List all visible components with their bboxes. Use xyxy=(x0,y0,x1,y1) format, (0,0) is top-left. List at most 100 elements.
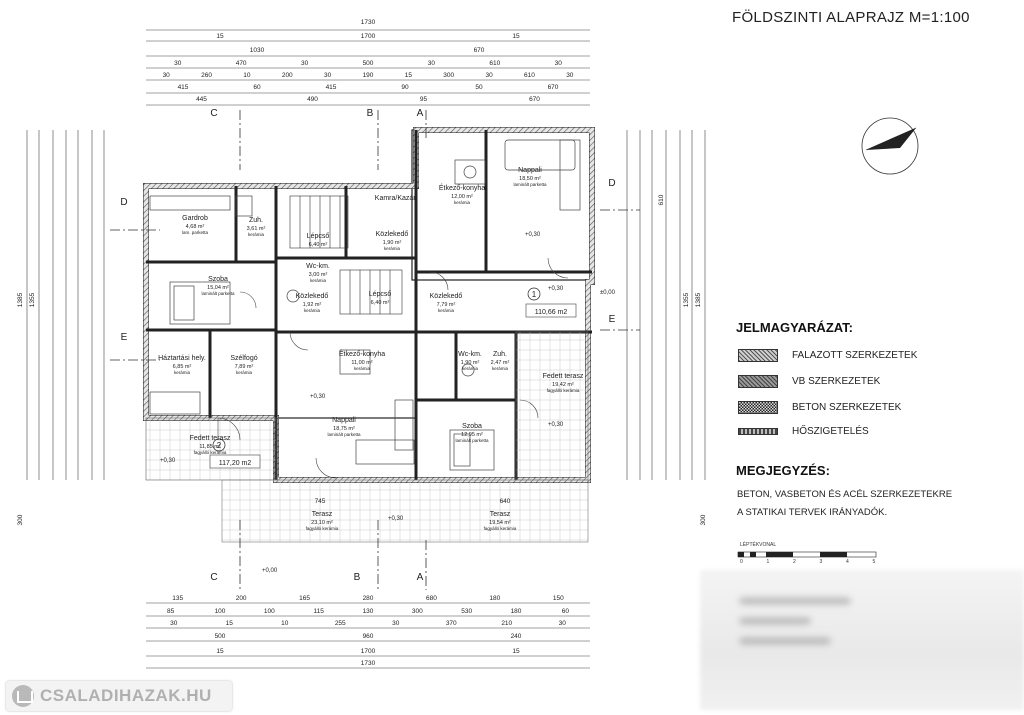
bottom-dimension: 240 xyxy=(511,633,522,640)
note-line: BETON, VASBETON ÉS ACÉL SZERKEZETEKRE xyxy=(737,489,953,500)
room-name: Közlekedő xyxy=(376,231,409,238)
room-floor: fagyálló kerámia xyxy=(194,450,227,455)
note-title: MEGJEGYZÉS: xyxy=(736,463,830,478)
left-dimension: 1385 xyxy=(17,292,24,307)
room-name: Fedett terasz xyxy=(543,373,584,380)
room-name: Kamra/Kazán xyxy=(375,195,418,202)
scale-tick-label: 1 xyxy=(766,559,770,565)
bottom-dimension: 1730 xyxy=(361,660,376,667)
room-floor: kerámia xyxy=(174,370,191,375)
side-dimensions xyxy=(26,130,706,480)
legend-title: JELMAGYARÁZAT: xyxy=(736,320,854,335)
top-dimension: 610 xyxy=(524,72,535,79)
room-floor: lam. parketta xyxy=(182,230,209,235)
top-dimension: 15 xyxy=(512,33,520,40)
top-dimension: 90 xyxy=(401,84,409,91)
mid-dimension: 300 xyxy=(17,514,24,525)
top-dimension: 1030 xyxy=(250,47,265,54)
unit-area: 110,66 m2 xyxy=(535,309,568,316)
room-name: Terasz xyxy=(312,511,333,518)
room-floor: kerámia xyxy=(492,366,509,371)
note-line: A STATIKAI TERVEK IRÁNYADÓK. xyxy=(737,507,888,518)
scale-tick-label: 0 xyxy=(740,559,743,565)
mid-dimension: 745 xyxy=(315,498,326,505)
room-area: 6,40 m² xyxy=(371,300,390,306)
top-dimension: 670 xyxy=(474,47,485,54)
room-area: 19,42 m² xyxy=(552,382,574,388)
top-dimension: 500 xyxy=(363,60,374,67)
section-lines xyxy=(110,110,640,590)
room-floor: laminált parketta xyxy=(513,182,547,187)
bottom-dimension: 960 xyxy=(363,633,374,640)
room-floor: kerámia xyxy=(454,200,471,205)
bottom-dimension: 85 xyxy=(167,608,175,615)
concrete-swatch xyxy=(738,400,778,414)
bottom-dimension: 180 xyxy=(489,595,500,602)
bottom-dimension: 60 xyxy=(562,608,570,615)
north-arrow-icon xyxy=(861,117,919,175)
top-dimension: 445 xyxy=(196,96,207,103)
top-dimension: 30 xyxy=(566,72,574,79)
insulation-swatch xyxy=(738,427,778,435)
room-area: 18,75 m² xyxy=(333,426,355,432)
bottom-dimension: 100 xyxy=(264,608,275,615)
bottom-dimension: 15 xyxy=(512,648,520,655)
bottom-dimension: 115 xyxy=(313,608,324,615)
room-area: 4,68 m² xyxy=(186,224,205,230)
section-mark-letter: B xyxy=(354,572,361,583)
room-area: 18,50 m² xyxy=(519,176,541,182)
room-name: Gardrob xyxy=(182,215,208,222)
top-dimension: 190 xyxy=(363,72,374,79)
bottom-dimension: 165 xyxy=(299,595,310,602)
room-floor: laminált parketta xyxy=(327,432,361,437)
top-dimension: 490 xyxy=(307,96,318,103)
top-dimension: 415 xyxy=(326,84,337,91)
room-floor: kerámia xyxy=(384,246,401,251)
legend-label: HŐSZIGETELÉS xyxy=(792,425,869,437)
room-name: Zuh. xyxy=(493,351,507,358)
reinforced-concrete-swatch xyxy=(738,374,778,388)
level-mark: +0,30 xyxy=(548,286,564,292)
top-dimension: 15 xyxy=(405,72,413,79)
level-mark: ±0,00 xyxy=(600,290,616,296)
top-dimension: 300 xyxy=(443,72,454,79)
top-dimension: 60 xyxy=(253,84,261,91)
room-floor: fagyálló kerámia xyxy=(547,388,580,393)
room-area: 2,47 m² xyxy=(491,360,510,366)
room-name: Közlekedő xyxy=(430,293,463,300)
unit-area-box xyxy=(525,303,577,318)
legend-label: VB SZERKEZETEK xyxy=(792,375,881,387)
room-floor: fagyálló kerámia xyxy=(306,526,339,531)
room-name: Nappali xyxy=(332,417,356,424)
unit-number: 1 xyxy=(532,290,537,299)
room-area: 3,61 m² xyxy=(247,226,266,232)
room-area: 7,79 m² xyxy=(437,302,456,308)
drawing-title: FÖLDSZINTI ALAPRAJZ M=1:100 xyxy=(732,9,970,26)
bottom-dimension: 100 xyxy=(215,608,226,615)
legend-item-concrete: BETON SZERKEZETEK xyxy=(738,400,901,414)
site-logo[interactable]: CSALADIHAZAK.HU xyxy=(6,681,232,711)
section-mark-letter: E xyxy=(609,314,616,325)
top-dimension: 670 xyxy=(529,96,540,103)
top-dimension: 470 xyxy=(236,60,247,67)
top-dimension: 30 xyxy=(163,72,171,79)
top-dimension: 30 xyxy=(485,72,493,79)
unit-number: 2 xyxy=(217,441,222,450)
bottom-dimension: 200 xyxy=(236,595,247,602)
section-mark-letter: D xyxy=(608,178,615,189)
doors xyxy=(217,257,569,479)
room-name: Étkező-konyha xyxy=(439,183,485,192)
level-mark: +0,30 xyxy=(548,422,564,428)
room-area: 6,40 m² xyxy=(309,242,328,248)
furniture xyxy=(149,139,581,471)
bottom-dimension: 1700 xyxy=(361,648,376,655)
room-area: 11,85 m² xyxy=(199,444,220,450)
room-name: Wc-km. xyxy=(458,351,482,358)
room-name: Szélfogó xyxy=(230,355,257,362)
legend-item-reinforced-concrete: VB SZERKEZETEK xyxy=(738,374,880,388)
building-walls xyxy=(143,127,595,543)
left-dimension: 1355 xyxy=(29,292,36,307)
top-dimension: 1700 xyxy=(361,33,376,40)
bottom-dimension: 10 xyxy=(281,620,289,627)
room-floor: kerámia xyxy=(310,278,327,283)
